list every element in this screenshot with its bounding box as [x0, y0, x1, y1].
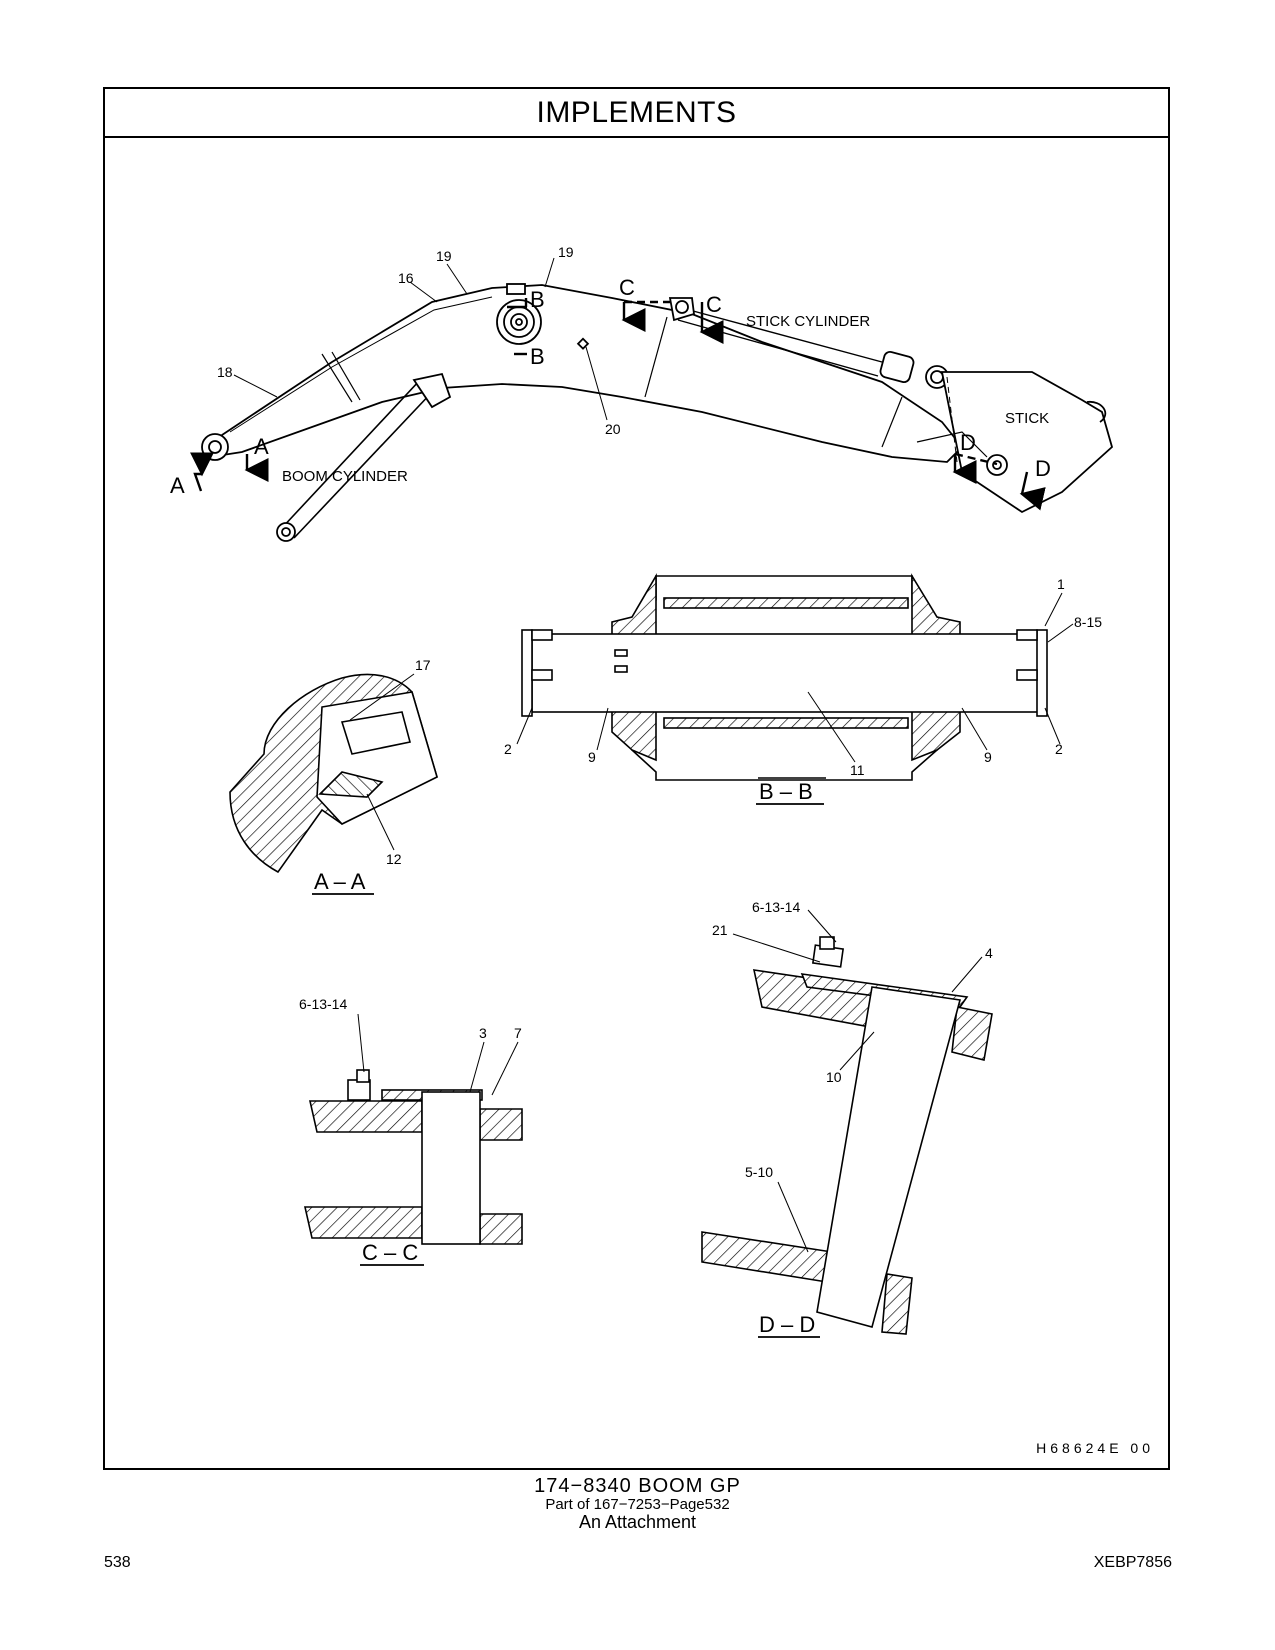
callout-10: 10 [826, 1069, 842, 1085]
callout-1: 1 [1057, 576, 1065, 592]
callout-7: 7 [514, 1025, 522, 1041]
callout-3: 3 [479, 1025, 487, 1041]
part-of-caption: Part of 167−7253−Page532 [545, 1496, 730, 1513]
boom-assembly [201, 283, 1114, 542]
page-number: 538 [104, 1554, 131, 1571]
callout-2-left: 2 [504, 741, 512, 757]
section-aa-callouts [349, 673, 415, 851]
callout-17: 17 [415, 657, 431, 673]
stick-cylinder-label: STICK CYLINDER [746, 313, 870, 330]
section-a-right: A [254, 434, 269, 459]
section-dd-callouts [732, 909, 983, 1253]
callout-2-right: 2 [1055, 741, 1063, 757]
section-d-left: D [960, 430, 976, 455]
callout-6-13-14-cc: 6-13-14 [299, 996, 347, 1012]
section-a-left: A [170, 473, 185, 498]
section-dd-labels: 6-13-14 21 4 10 5-10 D – D [712, 899, 993, 1337]
section-cc-callouts [357, 1013, 519, 1096]
view-label-bb: B – B [759, 779, 813, 804]
parts-diagram: STICK CYLINDER STICK BOOM CYLINDER A A B… [170, 244, 1114, 1338]
section-cc [303, 1069, 523, 1266]
boom-cylinder-label: BOOM CYLINDER [282, 468, 408, 485]
boom-callouts [233, 257, 608, 421]
illustration-code: H68624E 00 [1036, 1440, 1154, 1456]
section-dd [701, 936, 993, 1338]
section-aa-labels: 17 12 A – A [314, 657, 431, 894]
attachment-caption: An Attachment [578, 1512, 697, 1532]
callout-11: 11 [850, 762, 865, 778]
callout-9-left: 9 [588, 749, 596, 765]
callout-5-10: 5-10 [745, 1164, 773, 1180]
callout-12: 12 [386, 851, 402, 867]
callout-21: 21 [712, 922, 728, 938]
page-title: IMPLEMENTS [536, 95, 737, 129]
callout-8-15: 8-15 [1074, 614, 1102, 630]
callout-16: 16 [398, 270, 414, 286]
view-label-cc: C – C [362, 1240, 418, 1265]
callout-18: 18 [217, 364, 233, 380]
section-bb-labels: 1 8-15 2 2 9 9 11 B – B [504, 576, 1102, 804]
document-id: XEBP7856 [1093, 1554, 1172, 1571]
callout-4: 4 [985, 945, 993, 961]
section-d-right: D [1035, 456, 1051, 481]
callout-20: 20 [605, 421, 621, 437]
view-label-dd: D – D [759, 1312, 815, 1337]
section-c-left: C [619, 275, 635, 300]
callout-19-right: 19 [558, 244, 574, 260]
view-label-aa: A – A [314, 869, 366, 894]
boom-labels: STICK CYLINDER STICK BOOM CYLINDER A A B… [170, 275, 1051, 498]
stick-label: STICK [1005, 410, 1049, 427]
section-b-bottom: B [530, 344, 545, 369]
callout-19-left: 19 [436, 248, 452, 264]
section-cut-lines [190, 298, 1046, 511]
callout-6-13-14-dd: 6-13-14 [752, 899, 800, 915]
section-bb [521, 573, 1048, 805]
part-caption: 174−8340 BOOM GP [534, 1475, 741, 1497]
header-bar: IMPLEMENTS [105, 89, 1168, 138]
section-bb-callouts [516, 592, 1074, 763]
section-cc-labels: 6-13-14 3 7 C – C [299, 996, 522, 1265]
section-aa [229, 673, 438, 895]
illustration-frame: IMPLEMENTS [103, 87, 1170, 1470]
boom-callout-numbers: 19 19 16 18 20 [217, 244, 621, 437]
section-b-top: B [530, 287, 545, 312]
callout-9-right: 9 [984, 749, 992, 765]
section-c-right: C [706, 292, 722, 317]
